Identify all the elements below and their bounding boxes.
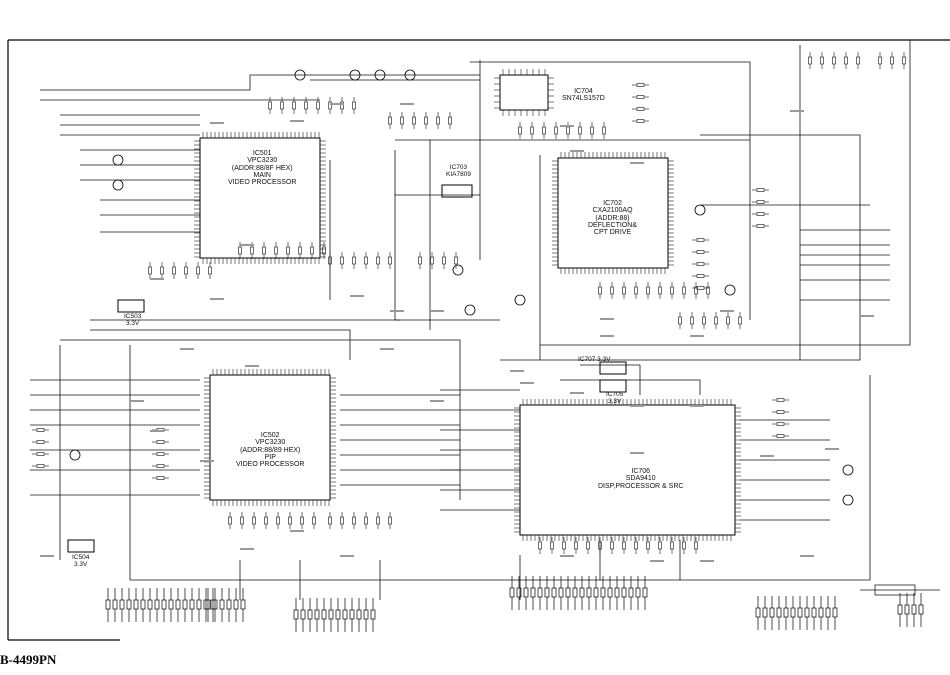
ic706-body <box>519 404 736 536</box>
ic705-body <box>599 379 627 393</box>
ic703-body <box>441 184 473 198</box>
bottom-connectors <box>105 576 924 632</box>
ic503-body <box>117 299 145 313</box>
ic707-body <box>599 361 627 375</box>
ic-pin-stubs <box>194 69 741 541</box>
ic502-body <box>209 374 331 501</box>
ic707-label: IC707 3.3V <box>578 356 611 363</box>
passive-components <box>32 52 906 554</box>
ic704-body <box>499 74 549 111</box>
wiring-buses <box>30 40 940 600</box>
schematic-frame <box>7 39 950 641</box>
page-code: B-4499PN <box>0 652 57 667</box>
reference-marks <box>40 103 874 562</box>
ic504-body <box>67 539 95 553</box>
transistor-symbols <box>69 69 854 506</box>
ic501-body <box>199 137 321 259</box>
